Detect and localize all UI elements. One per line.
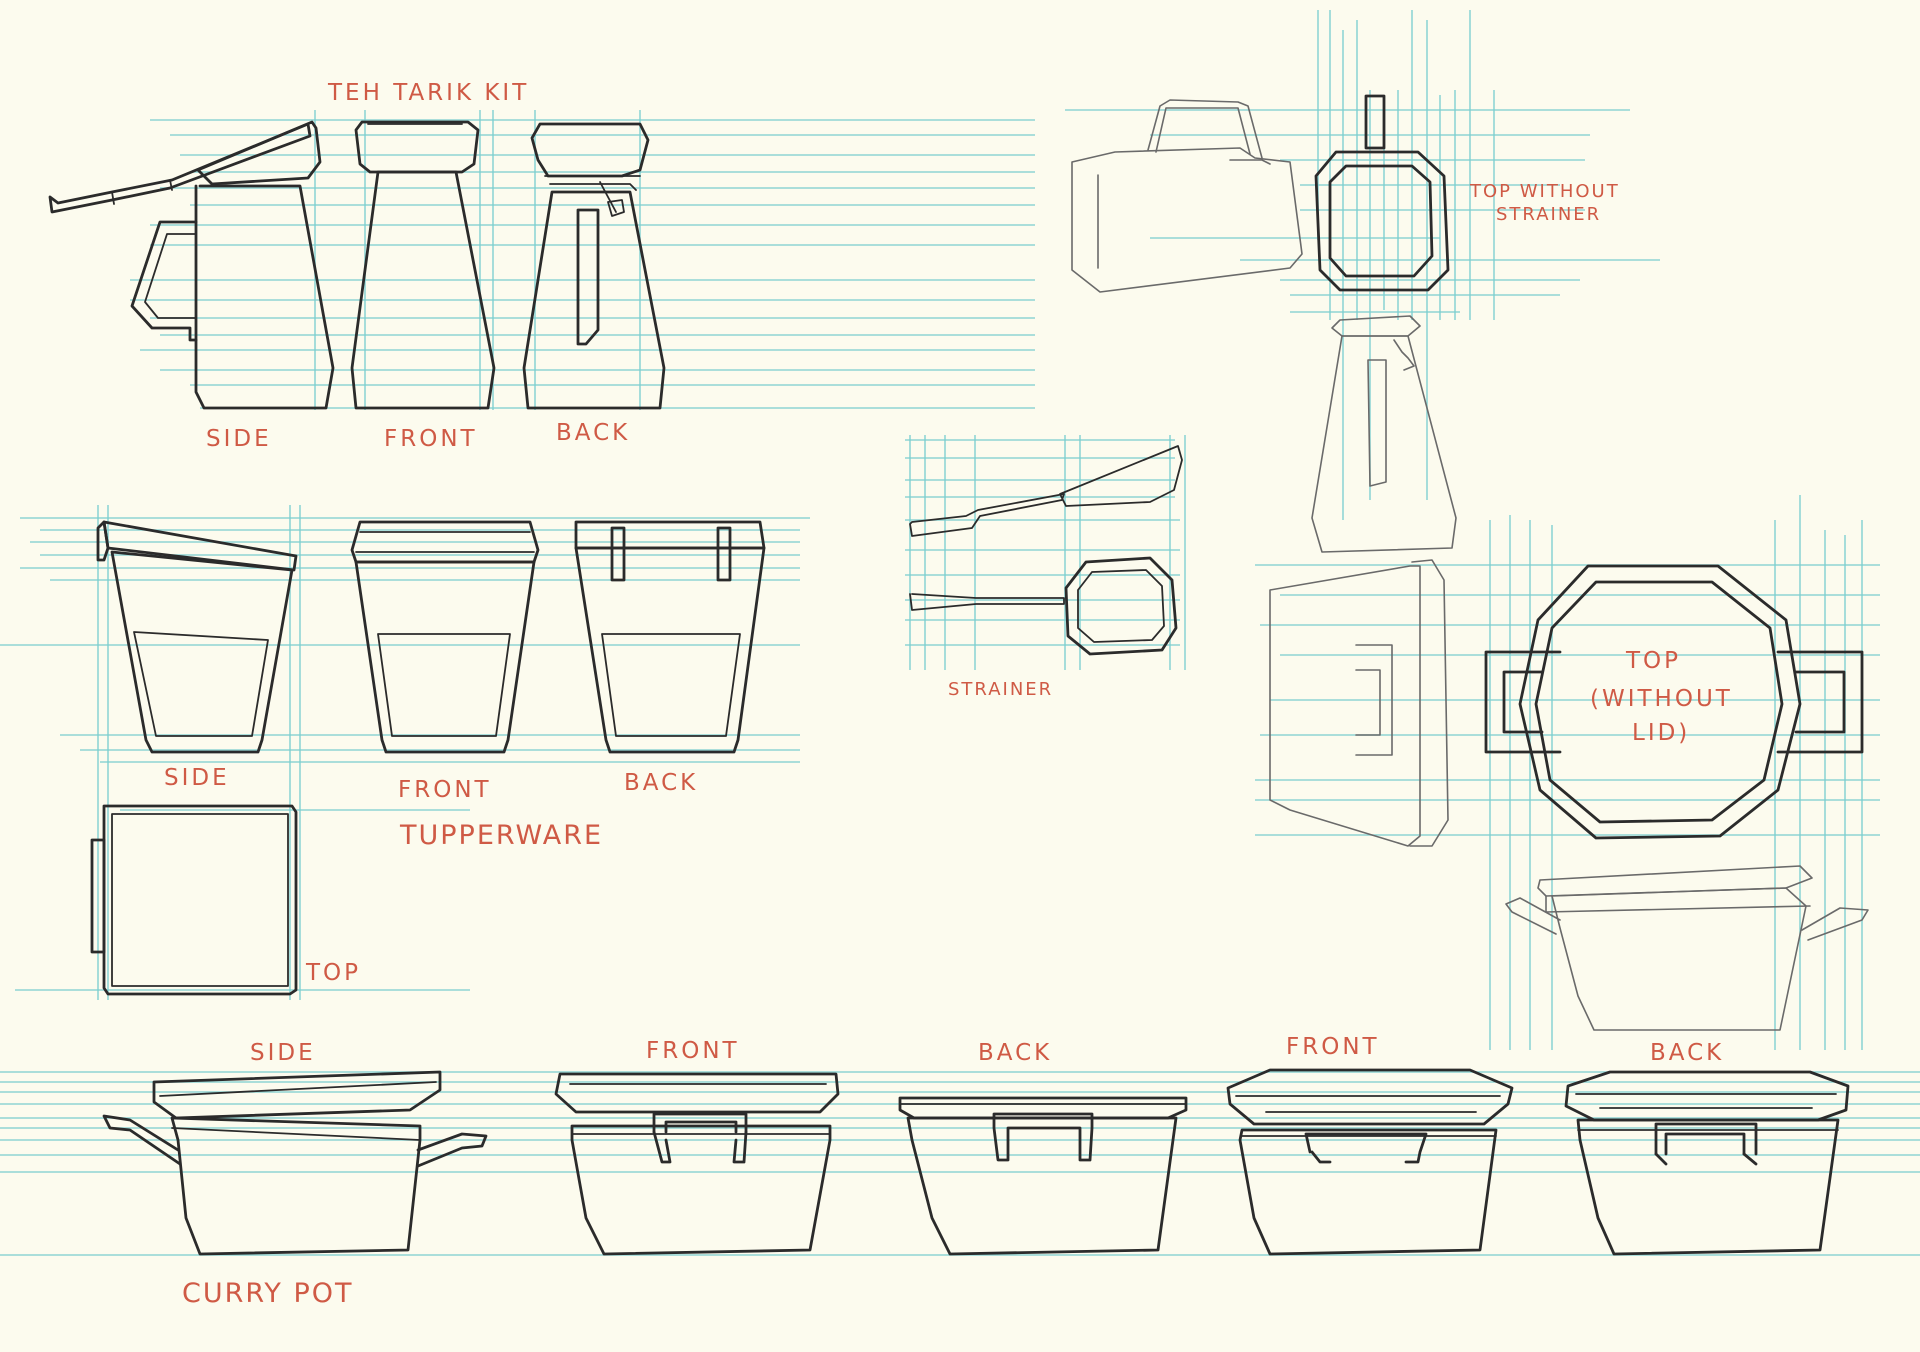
pot-top-label-3: LID): [1632, 720, 1690, 746]
tupperware-front-view: [350, 520, 540, 754]
tupperware-side-label: SIDE: [164, 765, 230, 791]
construction-guides: [0, 10, 1920, 1256]
curry-pot-side-label: SIDE: [250, 1040, 316, 1066]
strainer-label: STRAINER: [948, 679, 1053, 700]
kit-perspective-sketch: [1071, 99, 1303, 293]
top-without-strainer-label-1: TOP WITHOUT: [1469, 181, 1620, 202]
pot-top-view: [1484, 564, 1864, 840]
tupperware-top-label: TOP: [305, 960, 361, 986]
strainer-side-view: [909, 445, 1183, 537]
tupperware-title: TUPPERWARE: [399, 820, 603, 851]
teh-tarik-side-label: SIDE: [206, 426, 272, 452]
teh-tarik-side-view: [48, 120, 335, 410]
teh-tarik-kit-title: TEH TARIK KIT: [327, 80, 529, 106]
tupperware-front-label: FRONT: [398, 777, 492, 803]
tupperware-back-label: BACK: [624, 770, 698, 796]
curry-pot-back-view: [898, 1096, 1188, 1256]
curry-pot-front-label: FRONT: [646, 1038, 740, 1064]
pot-perspective-sketch: [1505, 865, 1869, 1031]
teh-tarik-back-view: [522, 122, 666, 410]
curry-pot-title: CURRY POT: [182, 1278, 354, 1309]
curry-pot-back-label: BACK: [978, 1040, 1052, 1066]
teh-tarik-front-view: [350, 120, 496, 410]
curry-pot-front-view: [554, 1072, 840, 1256]
teh-tarik-back-label: BACK: [556, 420, 630, 446]
pot-top-label-2: (WITHOUT: [1590, 686, 1733, 712]
tupperware-side-view: [96, 520, 298, 754]
strainer-top-view: [909, 556, 1178, 656]
curry-pot-back-label-2: BACK: [1650, 1040, 1724, 1066]
top-without-strainer-label-2: STRAINER: [1496, 204, 1601, 225]
kit-top-without-strainer: [1314, 94, 1450, 292]
kit-front-sketch: [1311, 315, 1457, 553]
pot-top-label-1: TOP: [1625, 648, 1681, 674]
teh-tarik-front-label: FRONT: [384, 426, 478, 452]
curry-pot-back-view-2: [1564, 1070, 1850, 1256]
curry-pot-front-view-2: [1226, 1068, 1514, 1256]
tupperware-back-view: [574, 520, 766, 754]
curry-pot-front-label-2: FRONT: [1286, 1034, 1380, 1060]
curry-pot-side-view: [102, 1070, 488, 1256]
pot-side-ghost-sketch: [1269, 559, 1449, 847]
tupperware-top-view: [90, 804, 298, 996]
